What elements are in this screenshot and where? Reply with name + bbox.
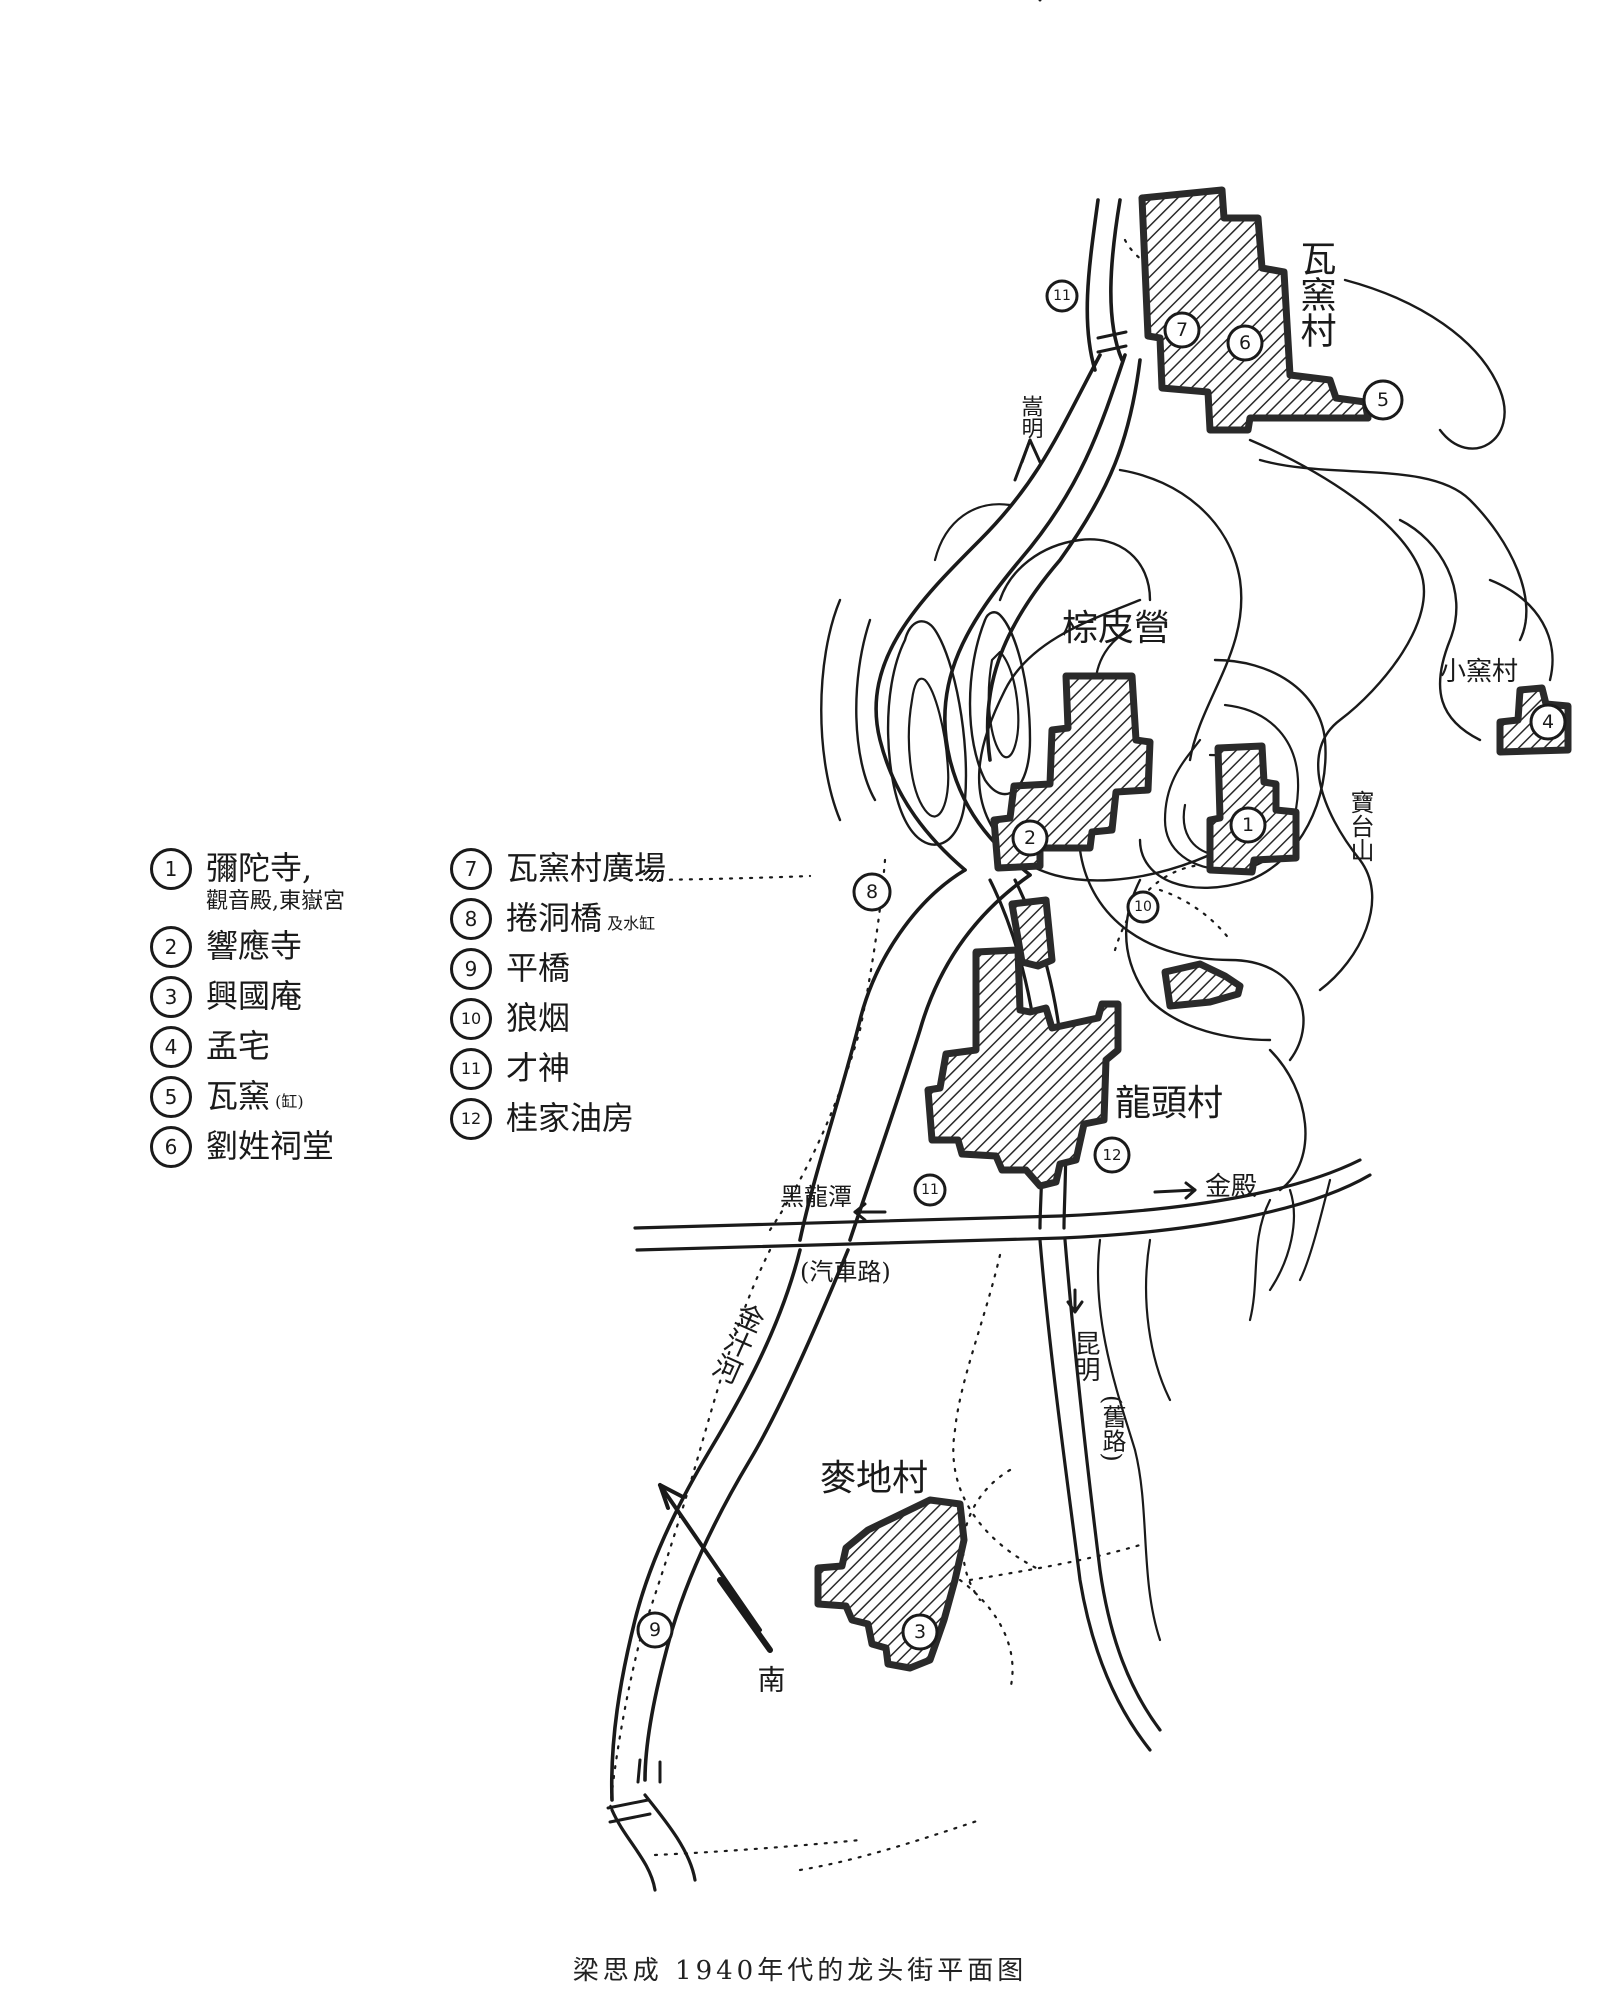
legend-column-1: 1 彌陀寺, 觀音殿,東嶽宮 2 響應寺 3 興國庵 4 孟宅 5 瓦窯 (缸)… [150,848,450,1176]
svg-text:5: 5 [1377,389,1389,411]
legend-number: 3 [150,976,192,1018]
label-xiaoyaocun: 小窯村 [1440,657,1518,687]
label-songming: 嵩明 [1018,395,1043,439]
legend-label: 彌陀寺, [206,849,313,887]
river-jinzhihe [609,0,1142,1892]
map-marker-2: 2 [1011,819,1049,857]
label-jiulu: (舊路) [1098,1395,1126,1462]
legend-label: 平橋 [506,949,571,987]
svg-text:12: 12 [1102,1146,1121,1164]
legend-label: 才神 [506,1049,571,1087]
legend-number: 10 [450,998,492,1040]
label-jindian: 金殿 [1205,1172,1257,1202]
map-marker-6: 6 [1226,324,1264,362]
map-marker-5: 5 [1362,379,1404,421]
legend-number: 5 [150,1076,192,1118]
legend-label: 瓦窯 [206,1077,271,1115]
label-kunming: 昆明 [1070,1330,1100,1382]
bridges [606,330,1128,1824]
map-marker-9: 9 [636,1611,674,1649]
map-marker-10: 10 [1126,890,1160,924]
svg-text:8: 8 [866,881,878,903]
legend-label: 狼烟 [506,999,571,1037]
legend-item: 4 孟宅 [150,1026,450,1068]
svg-text:11: 11 [1053,288,1071,304]
map-caption: 梁思成 1940年代的龙头街平面图 [572,1956,1028,1986]
legend-number: 9 [450,948,492,990]
label-zongpiying: 棕皮營 [1062,608,1170,649]
legend-number: 6 [150,1126,192,1168]
direction-arrows [658,438,1197,1653]
map-marker-8: 8 [852,872,892,912]
bottom-ticks [636,1758,662,1784]
legend-item: 12 桂家油房 [450,1098,780,1140]
label-south: 南 [754,1665,787,1693]
label-wayaocun: 瓦窯村 [1295,240,1336,348]
label-qichelu: (汽車路) [800,1258,891,1286]
legend-item: 7 瓦窯村廣場 [450,848,780,890]
map-marker-4: 4 [1529,703,1567,741]
legend-label: 響應寺 [206,927,303,965]
svg-text:7: 7 [1176,319,1188,341]
legend-number: 8 [450,898,492,940]
label-jinzhihe: 金汁河 [705,1297,769,1387]
legend-number: 4 [150,1026,192,1068]
svg-text:1: 1 [1242,814,1254,836]
label-maidicun: 麥地村 [820,1458,928,1499]
place-labels: 瓦窯村 棕皮營 小窯村 寶台山 龍頭村 麥地村 嵩明 黑龍潭 金殿 (汽車路) … [705,240,1518,1693]
legend-number: 11 [450,1048,492,1090]
svg-text:11: 11 [921,1182,939,1198]
map-marker-7: 7 [1163,311,1201,349]
legend-item: 9 平橋 [450,948,780,990]
legend-column-2: 7 瓦窯村廣場 8 捲洞橋 及水缸 9 平橋 10 狼烟 11 才神 12 桂家… [450,848,780,1148]
legend-item: 8 捲洞橋 及水缸 [450,898,780,940]
legend-item: 1 彌陀寺, 觀音殿,東嶽宮 [150,848,450,916]
label-heilongtan: 黑龍潭 [780,1183,852,1211]
legend: 1 彌陀寺, 觀音殿,東嶽宮 2 響應寺 3 興國庵 4 孟宅 5 瓦窯 (缸)… [150,848,770,1188]
map-marker-3: 3 [901,1613,939,1651]
legend-sublabel: 觀音殿,東嶽宮 [206,889,345,914]
footpaths [608,238,1232,1872]
legend-number: 2 [150,926,192,968]
legend-item: 11 才神 [450,1048,780,1090]
svg-text:3: 3 [914,1621,926,1643]
village-block-longtoucun [924,946,1122,1190]
svg-text:6: 6 [1239,332,1251,354]
legend-label: 興國庵 [206,977,303,1015]
label-longtoucun: 龍頭村 [1115,1083,1223,1124]
village-block-maidicun [814,1496,968,1672]
legend-label: 孟宅 [206,1027,271,1065]
legend-label: 劉姓祠堂 [206,1127,335,1165]
legend-number: 7 [450,848,492,890]
legend-note: (缸) [275,1092,304,1111]
svg-text:4: 4 [1542,711,1554,733]
map-marker-1: 1 [1229,806,1267,844]
map-marker-11-north: 11 [1045,279,1079,313]
legend-item: 2 響應寺 [150,926,450,968]
legend-item: 6 劉姓祠堂 [150,1126,450,1168]
svg-text:9: 9 [649,1619,661,1641]
legend-item: 5 瓦窯 (缸) [150,1076,450,1118]
legend-label: 瓦窯村廣場 [506,849,667,887]
label-baotaishan: 寶台山 [1346,790,1374,862]
legend-number: 1 [150,848,192,890]
terrain-contours [820,278,1554,1642]
village-blocks [814,186,1572,1672]
legend-item: 10 狼烟 [450,998,780,1040]
svg-text:10: 10 [1134,899,1152,915]
legend-label: 捲洞橋 [506,899,603,937]
legend-item: 3 興國庵 [150,976,450,1018]
village-block-east-small [1161,960,1244,1010]
legend-note: 及水缸 [607,914,656,933]
legend-label: 桂家油房 [506,1099,635,1137]
roads [633,878,1372,1752]
map-marker-11-south: 11 [913,1173,947,1207]
map-marker-12: 12 [1093,1136,1131,1174]
legend-number: 12 [450,1098,492,1140]
svg-text:2: 2 [1024,827,1036,849]
